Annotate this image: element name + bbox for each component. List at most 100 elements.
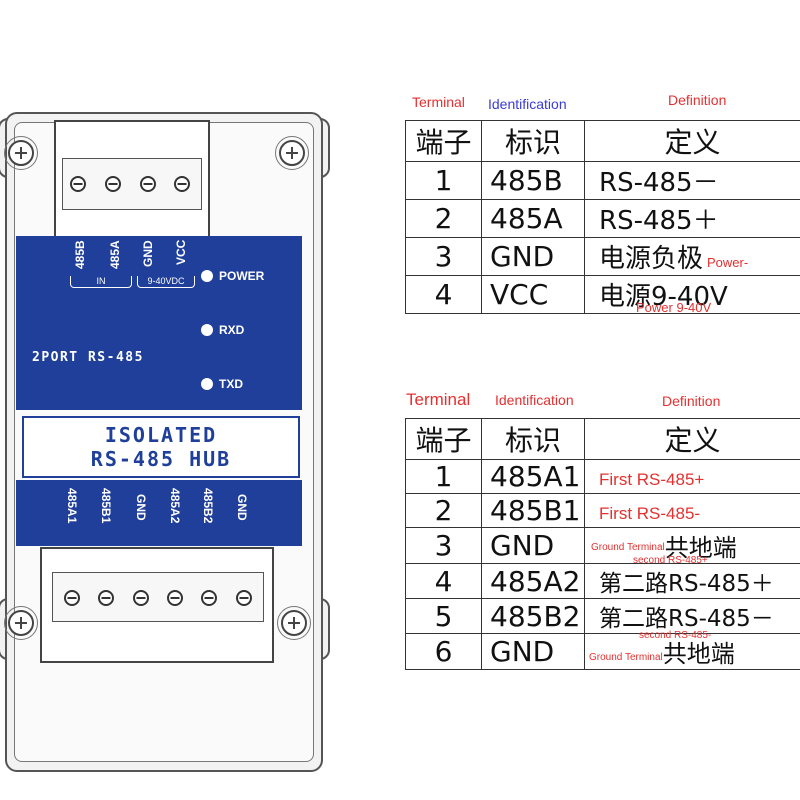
terminal-screw-icon [98,590,114,606]
bottom-terminal-label: 485A2 [168,488,182,524]
top-terminal-label: GND [141,240,155,267]
terminal-number: 4 [405,563,482,599]
terminal-id: 485A1 [481,459,585,494]
table2-head-terminal: 端子 [405,418,482,460]
terminal-screw-icon [201,590,217,606]
terminal-screw-icon [133,590,149,606]
bottom-terminal-label: GND [134,494,148,521]
table2-header-identification: Identification [495,392,574,408]
top-terminal-label: 485A [108,240,122,269]
terminal-definition: 第二路RS-485－ [599,606,774,632]
terminal-number: 6 [405,633,482,670]
terminal-definition-cell: First RS-485+ [584,459,800,494]
definition-prefix: Ground Terminal [591,542,665,553]
terminal-id: 485B [481,161,585,200]
terminal-definition-cell: Ground Terminal共地端 [584,527,800,564]
terminal-definition: First RS-485+ [599,469,705,489]
terminal-id: GND [481,633,585,670]
terminal-definition-cell: Ground Terminal共地端 [584,633,800,670]
terminal-definition: RS-485＋ [584,199,800,238]
bottom-terminal-label: 485B1 [99,488,113,524]
hub-title-box: ISOLATED RS-485 HUB [22,416,300,478]
top-terminal-label: 485B [73,240,87,269]
terminal-number: 2 [405,199,482,238]
bottom-panel [16,480,302,546]
terminal-screw-icon [236,590,252,606]
screw-ring-top-left [4,136,38,170]
terminal-id: 485A2 [481,563,585,599]
table-row: 1 485A1 First RS-485+ [405,459,800,494]
table1-head-terminal: 端子 [405,120,482,162]
table1-head-def: 定义 [584,120,800,162]
top-terminal-label: VCC [174,240,188,266]
terminal-number: 3 [405,237,482,276]
terminal-screw-icon [167,590,183,606]
terminal-screw-icon [140,176,156,192]
table1-head-id: 标识 [481,120,585,162]
input-bracket [70,276,132,288]
bottom-terminal-label: GND [235,494,249,521]
terminal-number: 1 [405,161,482,200]
table-row: 2 485B1 First RS-485- [405,493,800,528]
table-row: 6 GND Ground Terminal共地端 [405,633,800,670]
terminal-screw-icon [70,176,86,192]
power-led-icon [201,270,213,282]
table-row: 5 485B2 第二路RS-485－ second RS-485- [405,598,800,641]
bottom-terminal-label: 485A1 [65,488,79,524]
rxd-led-label: RXD [219,323,245,337]
table2-header-definition: Definition [662,393,721,409]
terminal-number: 2 [405,493,482,528]
mounting-screw-icon [8,140,34,166]
table1-header-terminal: Terminal [412,94,465,110]
rs485-terminal-table: 端子 标识 定义 1 485A1 First RS-485+ 2 485B1 F… [405,418,800,670]
table-row: 1 485B RS-485－ [405,161,800,200]
table2-head-id: 标识 [481,418,585,460]
table2-head-def: 定义 [584,418,800,460]
terminal-definition: 共地端 [662,640,735,668]
terminal-screw-icon [105,176,121,192]
product-line-label: 2PORT RS-485 [32,350,144,365]
terminal-definition-cell: First RS-485- [584,493,800,528]
terminal-screw-icon [174,176,190,192]
terminal-id: VCC [481,275,585,314]
terminal-definition: 电源9-40V [584,275,800,314]
terminal-screw-icon [64,590,80,606]
terminal-definition-cell: second RS-485+ 第二路RS-485＋ [584,555,800,599]
terminal-definition-cell: 第二路RS-485－ second RS-485- [584,598,800,641]
screw-ring-bottom-right [277,606,311,640]
mounting-screw-icon [8,610,34,636]
bottom-terminal-label: 485B2 [201,488,215,524]
power-led-label: POWER [219,269,265,283]
txd-led-icon [201,378,213,390]
hub-title-line1: ISOLATED [104,423,218,447]
screw-ring-top-right [275,136,309,170]
terminal-id: 485B2 [481,598,585,634]
terminal-id: GND [481,237,585,276]
mounting-screw-icon [279,140,305,166]
terminal-id: 485B1 [481,493,585,528]
terminal-definition: 共地端 [664,534,737,562]
terminal-number: 3 [405,527,482,564]
table-row: 2 485A RS-485＋ [405,199,800,238]
definition-note-above: second RS-485+ [633,555,708,566]
table1-header-identification: Identification [488,96,567,112]
power-caption: 9-40VDC [147,276,185,286]
terminal-id: GND [481,527,585,564]
power-bracket [137,276,195,288]
table2-header-terminal: Terminal [406,390,471,409]
table-row: 4 485A2 second RS-485+ 第二路RS-485＋ [405,555,800,599]
terminal-definition: RS-485－ [584,161,800,200]
power-terminal-table: 端子 标识 定义 1 485B RS-485－ 2 485A RS-485＋ 3… [405,120,800,314]
table1-header-definition: Definition [668,92,727,108]
terminal-number: 5 [405,598,482,634]
terminal-number: 1 [405,459,482,494]
terminal-definition: First RS-485- [599,503,701,523]
txd-led-label: TXD [219,377,243,391]
terminal-number: 4 [405,275,482,314]
power-footnote: Power 9-40V [636,300,712,315]
screw-ring-bottom-left [4,606,38,640]
definition-prefix: Ground Terminal [589,652,663,663]
definition-note: Power- [707,255,749,270]
